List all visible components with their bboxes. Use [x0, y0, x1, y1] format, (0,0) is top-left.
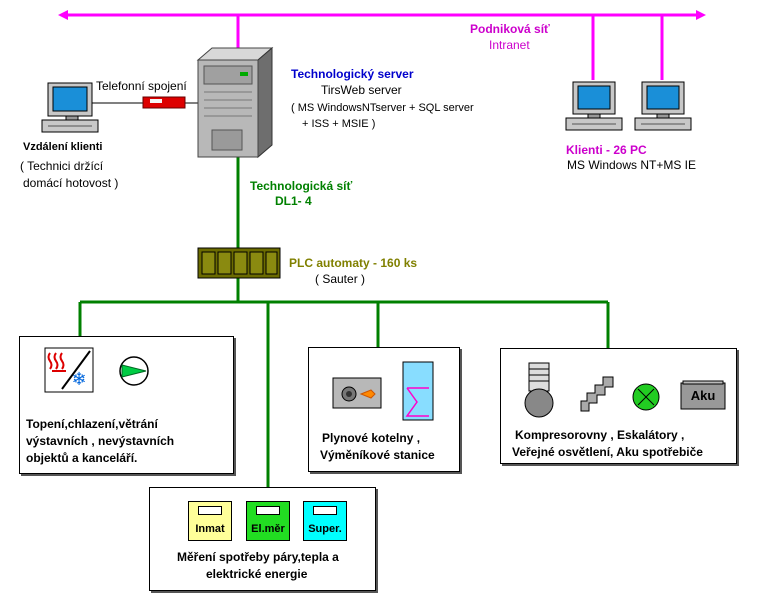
metering-line2: elektrické energie [206, 567, 308, 581]
client-pc-icon [565, 81, 623, 131]
escalator-icon [580, 376, 614, 412]
storage-heater-icon [680, 380, 726, 410]
boiler-icons [332, 361, 434, 421]
metering-line1: Měření spotřeby páry,tepla a [177, 550, 339, 564]
plc-rack-icon [197, 247, 281, 279]
compressor-icon [524, 362, 554, 418]
metering-box: Inmat El.měr Super. Měření spotřeby páry… [149, 487, 376, 591]
meter-label: Inmat [195, 523, 225, 535]
compressors-box: Aku Kompresorovny , Eskalátory , Veřejné… [500, 348, 737, 464]
hvac-line2: výstavních , nevýstavních [26, 434, 175, 448]
svg-text:❄: ❄ [71, 369, 86, 390]
compressor-icons [524, 362, 726, 418]
phone-connection-label: Telefonní spojení [96, 79, 187, 93]
hvac-box: ❄ Topení,chlazení,větrání výstavních , n… [19, 336, 234, 474]
clients-title: Klienti - 26 PC [566, 143, 647, 157]
hvac-icons: ❄ [44, 347, 149, 393]
remote-client-pc-icon [41, 82, 99, 133]
remote-clients-line1: ( Technici držící [20, 159, 104, 173]
server-software-line1: ( MS WindowsNTserver + SQL server [291, 102, 474, 114]
electricity-meter-icon: El.měr [246, 501, 290, 541]
gas-boiler-icon [332, 377, 382, 409]
phone-connection [92, 96, 198, 109]
boilers-line2: Výměníkové stanice [320, 448, 435, 462]
street-light-icon [632, 383, 660, 411]
plc-subtitle: ( Sauter ) [315, 272, 366, 286]
intranet-bus [58, 10, 706, 80]
plc-title: PLC automaty - 160 ks [289, 256, 418, 270]
boilers-box: Plynové kotelny , Výměníkové stanice [308, 347, 460, 472]
server-icon [196, 46, 274, 159]
server-title: Technologický server [291, 67, 414, 81]
meter-label: Super. [308, 523, 342, 535]
compressors-line2: Veřejné osvětlení, Aku spotřebiče [512, 445, 703, 459]
tech-network-title: Technologická síť [250, 179, 353, 193]
aku-label: Aku [690, 388, 716, 403]
remote-clients-title: Vzdálení klienti [23, 141, 103, 153]
remote-clients-line2: domácí hotovost ) [23, 176, 119, 190]
intranet-title: Podniková síť [470, 22, 550, 36]
server-software-line2: + ISS + MSIE ) [302, 118, 376, 130]
boilers-line1: Plynové kotelny , [322, 431, 421, 445]
tech-network-subtitle: DL1- 4 [275, 194, 312, 208]
intranet-subtitle: Intranet [489, 38, 530, 52]
inmat-meter-icon: Inmat [188, 501, 232, 541]
hvac-line3: objektů a kanceláří. [26, 451, 138, 465]
hvac-line1: Topení,chlazení,větrání [26, 417, 158, 431]
server-subtitle: TirsWeb server [321, 83, 402, 97]
heat-exchanger-icon [402, 361, 434, 421]
super-meter-icon: Super. [303, 501, 347, 541]
technology-network-lines [78, 155, 610, 487]
clients-subtitle: MS Windows NT+MS IE [567, 158, 697, 172]
client-pc-icon [634, 81, 692, 131]
meter-label: El.měr [251, 523, 285, 535]
compressors-line1: Kompresorovny , Eskalátory , [515, 428, 685, 442]
fan-icon [119, 356, 149, 386]
heating-cooling-icon: ❄ [44, 347, 94, 393]
